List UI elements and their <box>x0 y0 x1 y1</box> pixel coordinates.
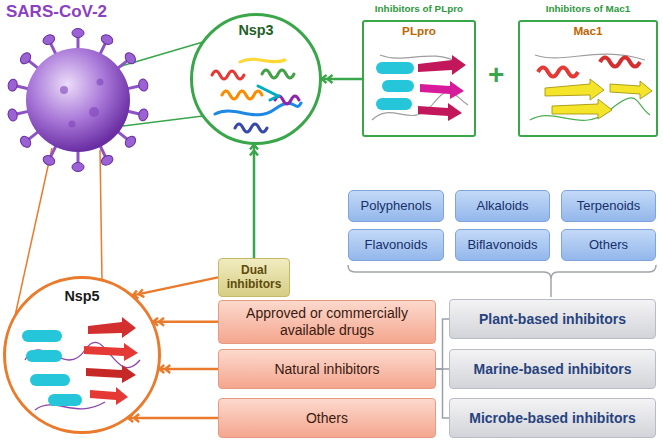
node-text: PLpro <box>364 24 474 38</box>
inhibitor-panel: Inhibitors of PLproPLpro <box>362 3 476 137</box>
node-text: Alkaloids <box>476 198 528 214</box>
dual-box: Dual inhibitors <box>218 258 290 297</box>
connector-arrow <box>132 277 218 295</box>
node-text: Nsp3 <box>190 13 322 39</box>
node-text: Polyphenols <box>361 198 432 214</box>
protein-circle: Nsp3 <box>190 13 322 145</box>
class-box: Polyphenols <box>348 190 444 222</box>
protein-structure <box>530 54 652 120</box>
protein-structure <box>22 317 140 410</box>
node-text: Marine-based inhibitors <box>474 361 632 378</box>
node-text: Natural inhibitors <box>274 361 379 378</box>
node-text: Nsp5 <box>3 276 161 305</box>
category-box: Natural inhibitors <box>218 349 436 389</box>
connector-arrow <box>436 319 449 369</box>
node-text: Approved or commercially available drugs <box>225 305 429 339</box>
connector-arrow <box>436 369 449 418</box>
connector-arrow <box>152 321 218 324</box>
protein-structure <box>212 59 301 132</box>
inhibitor-panel: Inhibitors of Mac1Mac1 <box>518 3 658 137</box>
class-box: Terpenoids <box>561 190 656 222</box>
node-text: Inhibitors of Mac1 <box>518 3 658 18</box>
virus-name: SARS-CoV-2 <box>6 3 107 22</box>
source-box: Marine-based inhibitors <box>449 349 656 389</box>
plus-sign: + <box>488 60 504 91</box>
protein-circle: Nsp5 <box>3 276 161 434</box>
node-text: Flavonoids <box>365 237 428 253</box>
connector-arrow <box>321 78 363 81</box>
class-box: Others <box>561 229 656 261</box>
category-box: Others <box>218 398 436 438</box>
connector-arrow <box>127 417 218 420</box>
node-text: Others <box>589 237 628 253</box>
node-text: Plant-based inhibitors <box>479 311 626 328</box>
class-box: Alkaloids <box>455 190 550 222</box>
protein-structure <box>372 55 468 121</box>
node-text: Dual inhibitors <box>225 263 283 292</box>
node-text: Terpenoids <box>577 198 641 214</box>
category-box: Approved or commercially available drugs <box>218 300 436 344</box>
source-box: Microbe-based inhibitors <box>449 398 656 438</box>
panel-frame: PLpro <box>362 20 476 137</box>
panel-frame: Mac1 <box>518 20 658 137</box>
virus-illustration <box>7 29 149 172</box>
node-text: Microbe-based inhibitors <box>469 410 635 427</box>
class-box: Biflavonoids <box>455 229 550 261</box>
node-text: Mac1 <box>520 24 656 38</box>
connector-arrow <box>253 143 256 258</box>
bracket <box>348 265 656 297</box>
class-box: Flavonoids <box>348 229 444 261</box>
node-text: Inhibitors of PLpro <box>362 3 476 18</box>
connector-arrow <box>158 368 218 371</box>
source-box: Plant-based inhibitors <box>449 299 656 339</box>
node-text: Biflavonoids <box>467 237 537 253</box>
node-text: Others <box>306 410 348 427</box>
